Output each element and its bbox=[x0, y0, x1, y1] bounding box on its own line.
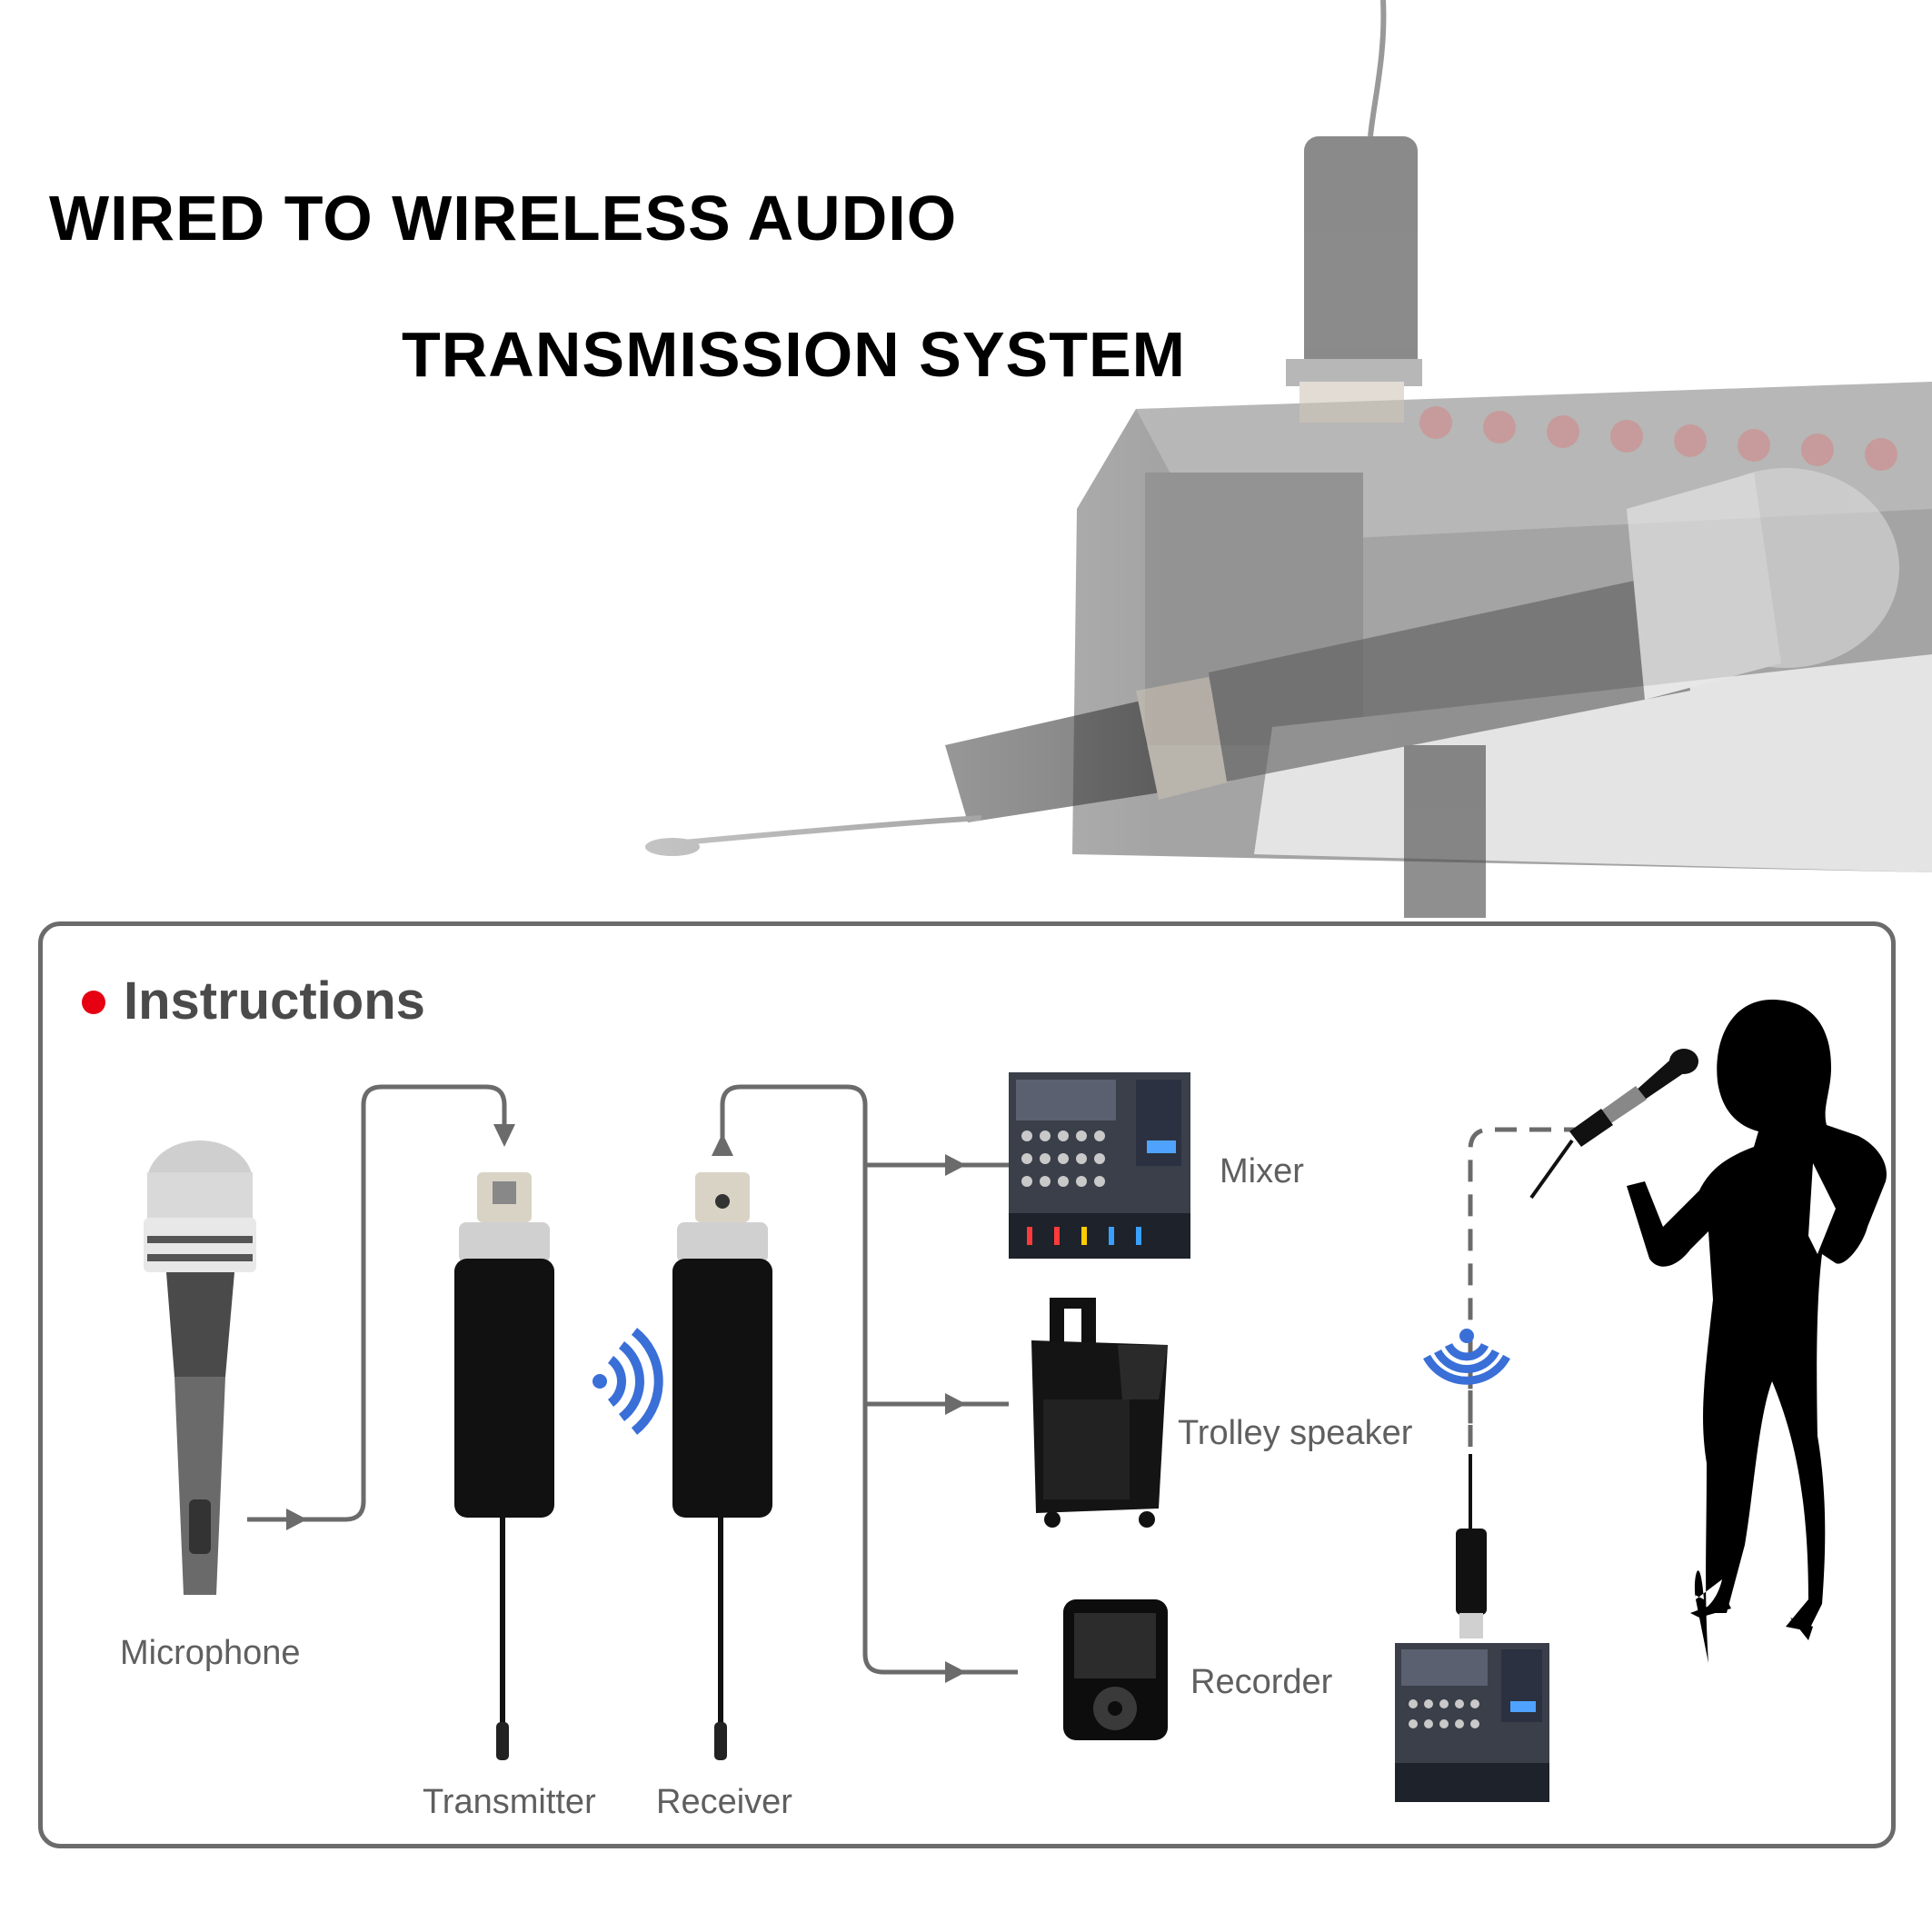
label-receiver: Receiver bbox=[656, 1783, 792, 1821]
small-receiver-icon bbox=[1456, 1454, 1487, 1638]
main-title-line-2: TRANSMISSION SYSTEM bbox=[402, 319, 1186, 390]
singer-silhouette-icon bbox=[1627, 1000, 1887, 1663]
singer-microphone-icon bbox=[1529, 1049, 1698, 1200]
label-microphone: Microphone bbox=[120, 1634, 301, 1672]
label-transmitter: Transmitter bbox=[423, 1783, 596, 1821]
trolley-speaker-icon bbox=[1031, 1298, 1168, 1528]
mixer-icon bbox=[1009, 1072, 1190, 1259]
receiver-icon bbox=[672, 1172, 772, 1760]
instructions-panel bbox=[38, 921, 1896, 1848]
instructions-bullet bbox=[82, 991, 105, 1014]
instructions-heading: Instructions bbox=[124, 971, 425, 1031]
label-trolley-speaker: Trolley speaker bbox=[1178, 1414, 1413, 1452]
hero-illustration bbox=[0, 0, 1932, 918]
main-title-line-1: WIRED TO WIRELESS AUDIO bbox=[49, 183, 958, 254]
wireless-signal-icon bbox=[593, 1328, 663, 1435]
small-wireless-signal-icon bbox=[1423, 1329, 1510, 1385]
microphone-icon bbox=[144, 1140, 256, 1595]
small-mixer-icon bbox=[1395, 1643, 1549, 1802]
signal-lines bbox=[247, 1084, 1586, 1675]
arrowheads bbox=[286, 1124, 966, 1683]
transmitter-icon bbox=[454, 1172, 554, 1760]
label-mixer: Mixer bbox=[1220, 1152, 1304, 1190]
recorder-icon bbox=[1063, 1599, 1168, 1740]
label-recorder: Recorder bbox=[1190, 1663, 1333, 1701]
